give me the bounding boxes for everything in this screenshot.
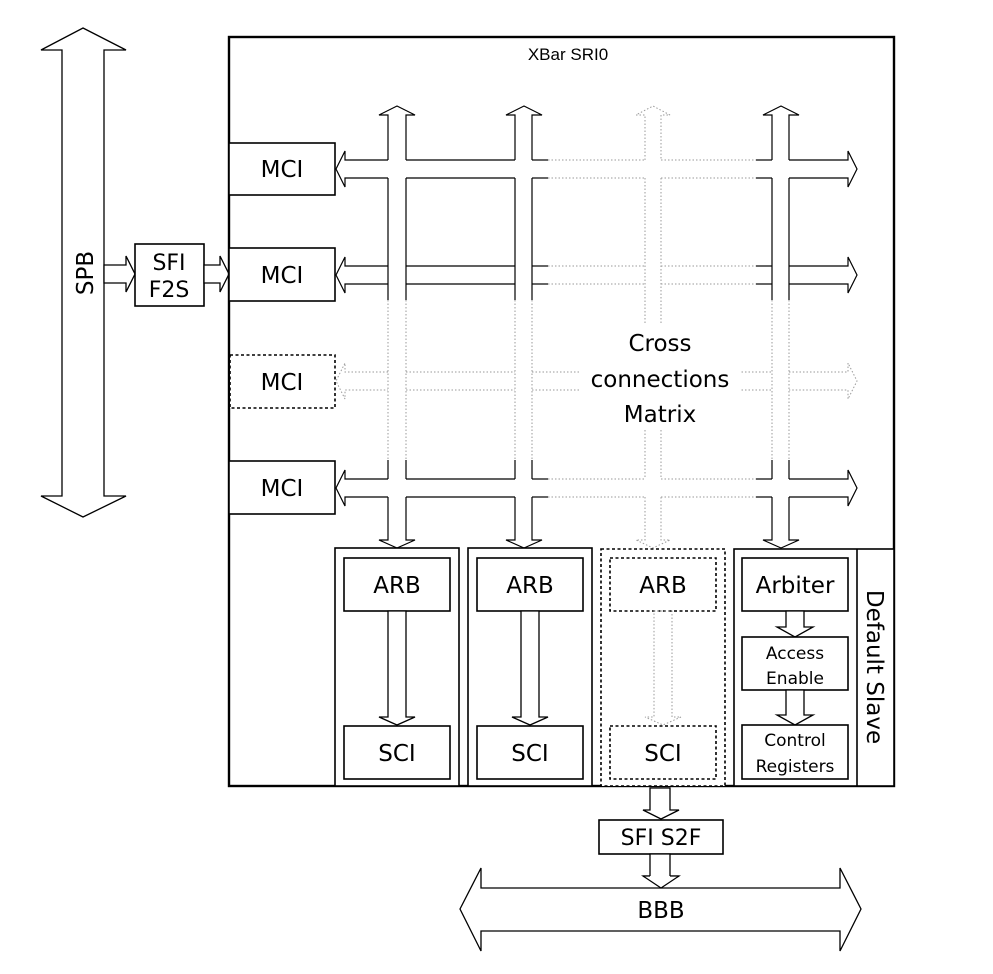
spb-label: SPB <box>73 251 99 295</box>
access-enable-box <box>741 636 849 691</box>
matrix-row-1 <box>335 150 858 188</box>
arb-label: ARB <box>373 573 421 599</box>
spb-to-sfi-arrow <box>103 255 136 293</box>
sfi-s2f-label: SFI S2F <box>621 826 702 851</box>
access-enable-line2: Enable <box>766 669 824 689</box>
sci-label: SCI <box>511 741 548 767</box>
access-enable-line1: Access <box>766 644 824 664</box>
arb-label: ARB <box>506 573 554 599</box>
matrix-label-line2: connections <box>591 367 730 393</box>
mci-label: MCI <box>261 157 304 183</box>
mci-label: MCI <box>261 476 304 502</box>
default-slave: Default Slave Arbiter Access Enable Cont… <box>733 548 895 787</box>
sci-label: SCI <box>644 741 681 767</box>
xbar-title: XBar SRI0 <box>528 45 608 64</box>
slave-interface-1: ARB SCI <box>334 547 460 787</box>
master-interface-2: MCI <box>228 247 336 302</box>
arbiter-box <box>741 557 849 612</box>
control-registers-line2: Registers <box>756 757 835 777</box>
slave-to-sfi-arrow <box>642 787 680 820</box>
control-registers-box <box>741 724 849 780</box>
mci-label: MCI <box>261 263 304 289</box>
sfi-to-mci-arrow <box>203 255 230 293</box>
access-to-control-arrow <box>774 689 816 726</box>
master-interface-1: MCI <box>228 142 336 196</box>
sfi-f2s-bridge: SFI F2S <box>134 243 205 307</box>
bbb-label: BBB <box>637 898 684 924</box>
arbiter-to-access-arrow <box>774 610 816 638</box>
master-interface-4: MCI <box>228 460 336 515</box>
matrix-label-line1: Cross <box>628 331 691 357</box>
arbiter-label: Arbiter <box>756 573 835 599</box>
matrix-column-4 <box>762 105 800 549</box>
slave-interface-3-optional: ARB SCI <box>600 548 726 787</box>
matrix-column-1 <box>378 105 416 549</box>
sfi-f2s-line1: SFI <box>152 251 185 276</box>
master-interface-3-optional: MCI <box>229 354 336 409</box>
mci-label: MCI <box>261 370 304 396</box>
matrix-row-2 <box>335 256 858 294</box>
arb-label: ARB <box>639 573 687 599</box>
matrix-label-line3: Matrix <box>624 402 696 428</box>
matrix-column-2 <box>505 105 543 549</box>
slave-interface-2: ARB SCI <box>467 547 593 787</box>
control-registers-line1: Control <box>764 731 825 751</box>
bbb-bus-arrow: BBB <box>459 867 862 952</box>
sci-label: SCI <box>378 741 415 767</box>
cross-connection-matrix: Cross connections Matrix <box>335 105 858 549</box>
sfi-s2f-bridge: SFI S2F <box>598 819 724 855</box>
default-slave-label: Default Slave <box>861 590 887 744</box>
sfi-f2s-line2: F2S <box>149 278 190 303</box>
spb-bus-arrow: SPB <box>40 27 127 518</box>
matrix-row-4 <box>335 469 858 507</box>
